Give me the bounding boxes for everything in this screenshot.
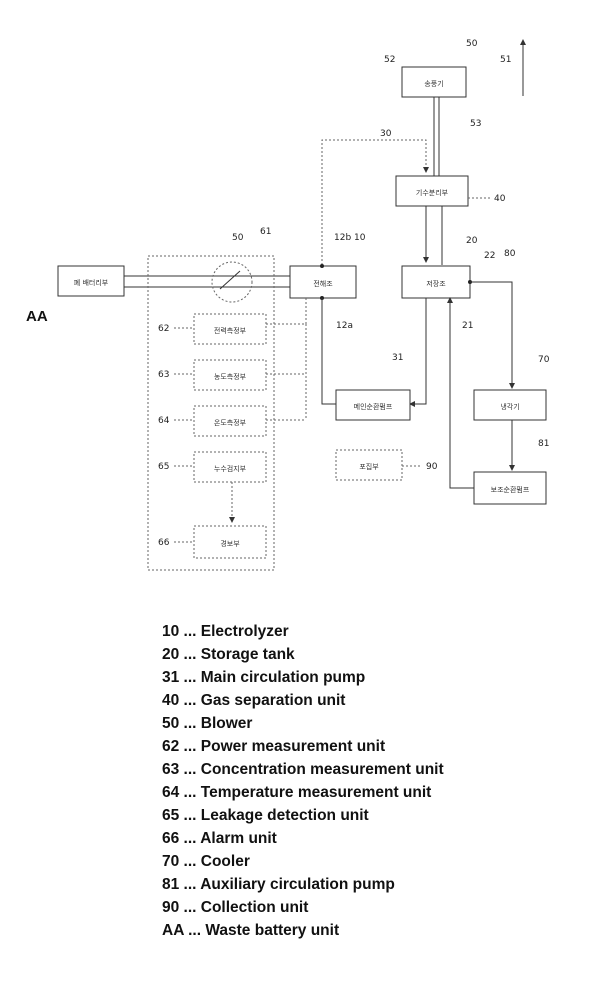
legend-item: 62 ... Power measurement unit bbox=[162, 735, 444, 758]
main-pump-label: 메인순환펌프 bbox=[354, 402, 393, 411]
legend: 10 ... Electrolyzer 20 ... Storage tank … bbox=[162, 620, 444, 942]
legend-item: 90 ... Collection unit bbox=[162, 896, 444, 919]
num-62: 62 bbox=[158, 324, 169, 334]
legend-item: 66 ... Alarm unit bbox=[162, 827, 444, 850]
num-90: 90 bbox=[426, 462, 438, 472]
sense-power bbox=[266, 298, 306, 324]
legend-item: 31 ... Main circulation pump bbox=[162, 666, 444, 689]
num-40: 40 bbox=[494, 194, 506, 204]
legend-item: 70 ... Cooler bbox=[162, 850, 444, 873]
num-12b: 12b bbox=[334, 233, 351, 243]
num-31: 31 bbox=[392, 353, 403, 363]
temp-label: 온도측정부 bbox=[214, 418, 247, 427]
waste-battery-label: 폐 배터리부 bbox=[74, 278, 109, 287]
num-63: 63 bbox=[158, 370, 169, 380]
pipe-storage-main-pump bbox=[410, 298, 426, 404]
num-52: 52 bbox=[384, 55, 395, 65]
leak-label: 누수검지부 bbox=[214, 464, 247, 473]
num-50-switch: 50 bbox=[232, 233, 244, 243]
num-51-top: 51 bbox=[500, 55, 511, 65]
legend-item: 64 ... Temperature measurement unit bbox=[162, 781, 444, 804]
num-50-top: 50 bbox=[466, 39, 478, 49]
legend-item: AA ... Waste battery unit bbox=[162, 919, 444, 942]
legend-item: 81 ... Auxiliary circulation pump bbox=[162, 873, 444, 896]
legend-item: 63 ... Concentration measurement unit bbox=[162, 758, 444, 781]
cooler-label: 냉각기 bbox=[500, 402, 519, 411]
storage-tank-label: 저장조 bbox=[426, 279, 446, 288]
collection-label: 포집부 bbox=[359, 462, 379, 471]
port-12b bbox=[320, 264, 324, 268]
pipe-main-pump-electrolyzer bbox=[322, 298, 336, 404]
switch-circle bbox=[212, 262, 252, 302]
pipe-storage-cooler bbox=[470, 282, 512, 388]
gas-separation-label: 기수분리부 bbox=[416, 188, 449, 197]
legend-item: 40 ... Gas separation unit bbox=[162, 689, 444, 712]
power-label: 전력측정부 bbox=[214, 326, 247, 335]
num-65: 65 bbox=[158, 462, 169, 472]
aux-pump-label: 보조순환펌프 bbox=[491, 485, 530, 494]
num-66: 66 bbox=[158, 538, 170, 548]
num-30: 30 bbox=[380, 129, 392, 139]
num-70: 70 bbox=[538, 355, 550, 365]
legend-item: 50 ... Blower bbox=[162, 712, 444, 735]
num-53: 53 bbox=[470, 119, 481, 129]
num-61: 61 bbox=[260, 227, 271, 237]
num-80: 80 bbox=[504, 249, 516, 259]
num-21: 21 bbox=[462, 321, 473, 331]
num-10: 10 bbox=[354, 233, 366, 243]
control-box-61 bbox=[148, 256, 274, 570]
num-22: 22 bbox=[484, 251, 495, 261]
num-12a: 12a bbox=[336, 321, 353, 331]
electrolyzer-label: 전해조 bbox=[313, 279, 333, 288]
num-20: 20 bbox=[466, 236, 478, 246]
blower-label: 송풍기 bbox=[424, 79, 443, 88]
legend-item: 65 ... Leakage detection unit bbox=[162, 804, 444, 827]
conc-label: 농도측정부 bbox=[214, 372, 247, 381]
alarm-label: 경보부 bbox=[220, 539, 240, 548]
legend-item: 10 ... Electrolyzer bbox=[162, 620, 444, 643]
num-64: 64 bbox=[158, 416, 170, 426]
waste-battery-marker: AA bbox=[26, 308, 48, 325]
legend-item: 20 ... Storage tank bbox=[162, 643, 444, 666]
switch-blade bbox=[220, 271, 240, 289]
num-81: 81 bbox=[538, 439, 549, 449]
